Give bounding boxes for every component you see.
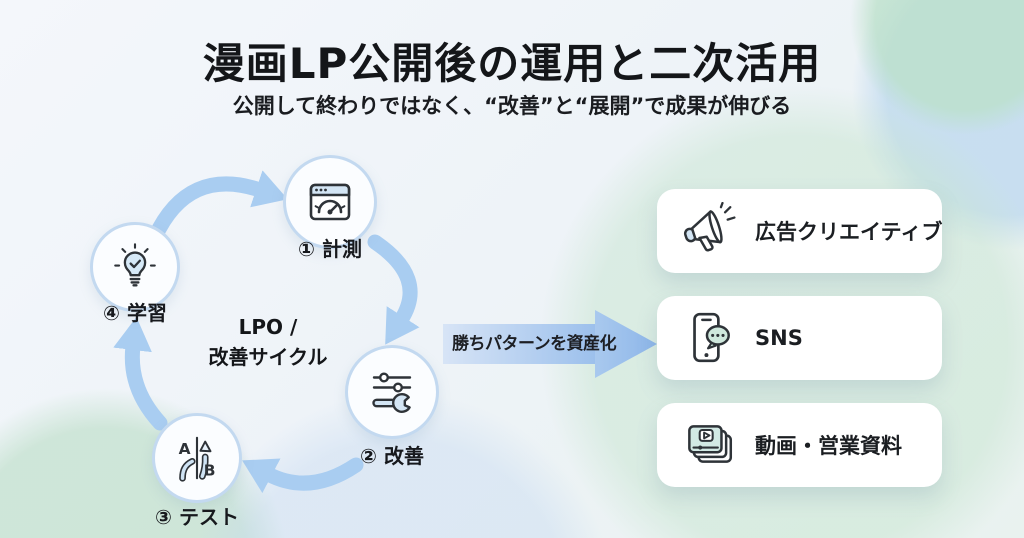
card-ad-creative: 広告クリエイティブ <box>657 189 942 273</box>
cycle-step-label-test: ③ テスト <box>155 505 239 529</box>
right-arrow-icon <box>443 310 657 378</box>
cycle-node-test: A B <box>152 413 242 503</box>
card-sns: SNS <box>657 296 942 380</box>
secondary-use-cards: 広告クリエイティブ SNS <box>657 189 942 510</box>
card-label-ad-creative: 広告クリエイティブ <box>755 220 943 244</box>
arrow-learn-to-measure <box>147 170 288 245</box>
cycle-center-line2: 改善サイクル <box>208 345 328 369</box>
cycle-arrows <box>113 170 420 494</box>
cycle-step-label-learn: ④ 学習 <box>103 301 167 325</box>
video-stack-icon <box>679 416 737 474</box>
cycle-node-measure <box>283 155 377 249</box>
lpo-cycle-diagram: ① 計測 ② 改善 <box>60 140 480 538</box>
smartphone-chat-icon <box>679 309 737 367</box>
arrow-test-to-learn <box>113 316 168 431</box>
ab-icon-letter-b: B <box>204 461 216 479</box>
cycle-node-improve <box>345 345 439 439</box>
lightbulb-check-icon <box>114 243 156 287</box>
cycle-step-label-measure: ① 計測 <box>298 237 362 261</box>
transfer-arrow-label: 勝ちパターンを資産化 <box>452 334 617 354</box>
cycle-center-line1: LPO / <box>238 315 298 339</box>
gauge-browser-icon <box>309 183 351 221</box>
cycle-step-label-improve: ② 改善 <box>360 444 424 468</box>
arrow-measure-to-improve <box>367 234 420 345</box>
transfer-arrow: 勝ちパターンを資産化 <box>443 296 659 388</box>
sliders-wrench-icon <box>372 372 412 413</box>
arrow-improve-to-test <box>242 457 364 494</box>
card-label-sns: SNS <box>755 326 803 350</box>
megaphone-icon <box>679 202 737 260</box>
card-label-video-sales: 動画・営業資料 <box>755 434 902 458</box>
ab-split-icon: A B <box>179 436 216 482</box>
page-subtitle: 公開して終わりではなく、“改善”と“展開”で成果が伸びる <box>232 94 792 118</box>
cycle-node-learn <box>90 222 180 312</box>
card-video-sales: 動画・営業資料 <box>657 403 942 487</box>
cycle-center-label: LPO / 改善サイクル <box>178 312 358 372</box>
page-title: 漫画LP公開後の運用と二次活用 <box>202 39 822 88</box>
ab-icon-letter-a: A <box>179 440 191 458</box>
